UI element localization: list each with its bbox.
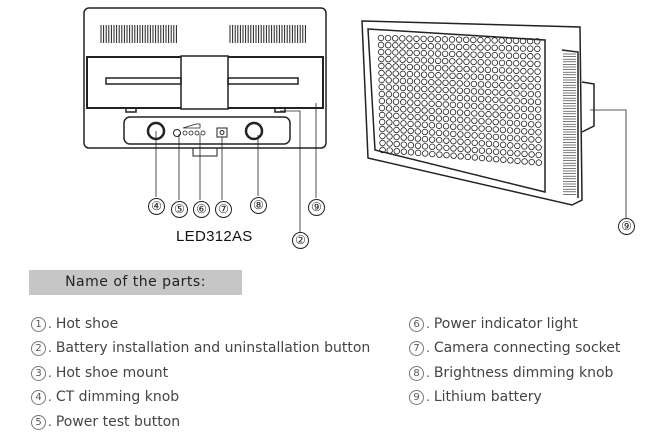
part-item: 2.Battery installation and uninstallatio… (31, 336, 370, 360)
part-item: 9.Lithium battery (409, 385, 620, 409)
part-item: 1.Hot shoe (31, 312, 370, 336)
callout-battery-button: ② (292, 232, 309, 249)
model-label: LED312AS (176, 228, 253, 245)
callout-power-test: ⑤ (171, 201, 188, 218)
part-item: 3.Hot shoe mount (31, 361, 370, 385)
part-item: 4.CT dimming knob (31, 385, 370, 409)
parts-list-right: 6.Power indicator light 7.Camera connect… (409, 312, 620, 410)
callout-battery-front: ⑨ (618, 218, 635, 235)
part-item: 8.Brightness dimming knob (409, 361, 620, 385)
callout-ct-knob: ④ (148, 198, 165, 215)
part-item: 6.Power indicator light (409, 312, 620, 336)
part-item: 5.Power test button (31, 410, 370, 434)
callout-brightness-knob: ⑧ (250, 197, 267, 214)
section-header-text: Name of the parts: (65, 274, 206, 290)
callout-battery-back: ⑨ (308, 199, 325, 216)
parts-list-left: 1.Hot shoe 2.Battery installation and un… (31, 312, 370, 434)
part-item: 7.Camera connecting socket (409, 336, 620, 360)
back-view-diagram (83, 7, 627, 232)
section-header: Name of the parts: (29, 270, 242, 295)
callout-power-indicator: ⑥ (193, 201, 210, 218)
callout-camera-socket: ⑦ (215, 201, 232, 218)
